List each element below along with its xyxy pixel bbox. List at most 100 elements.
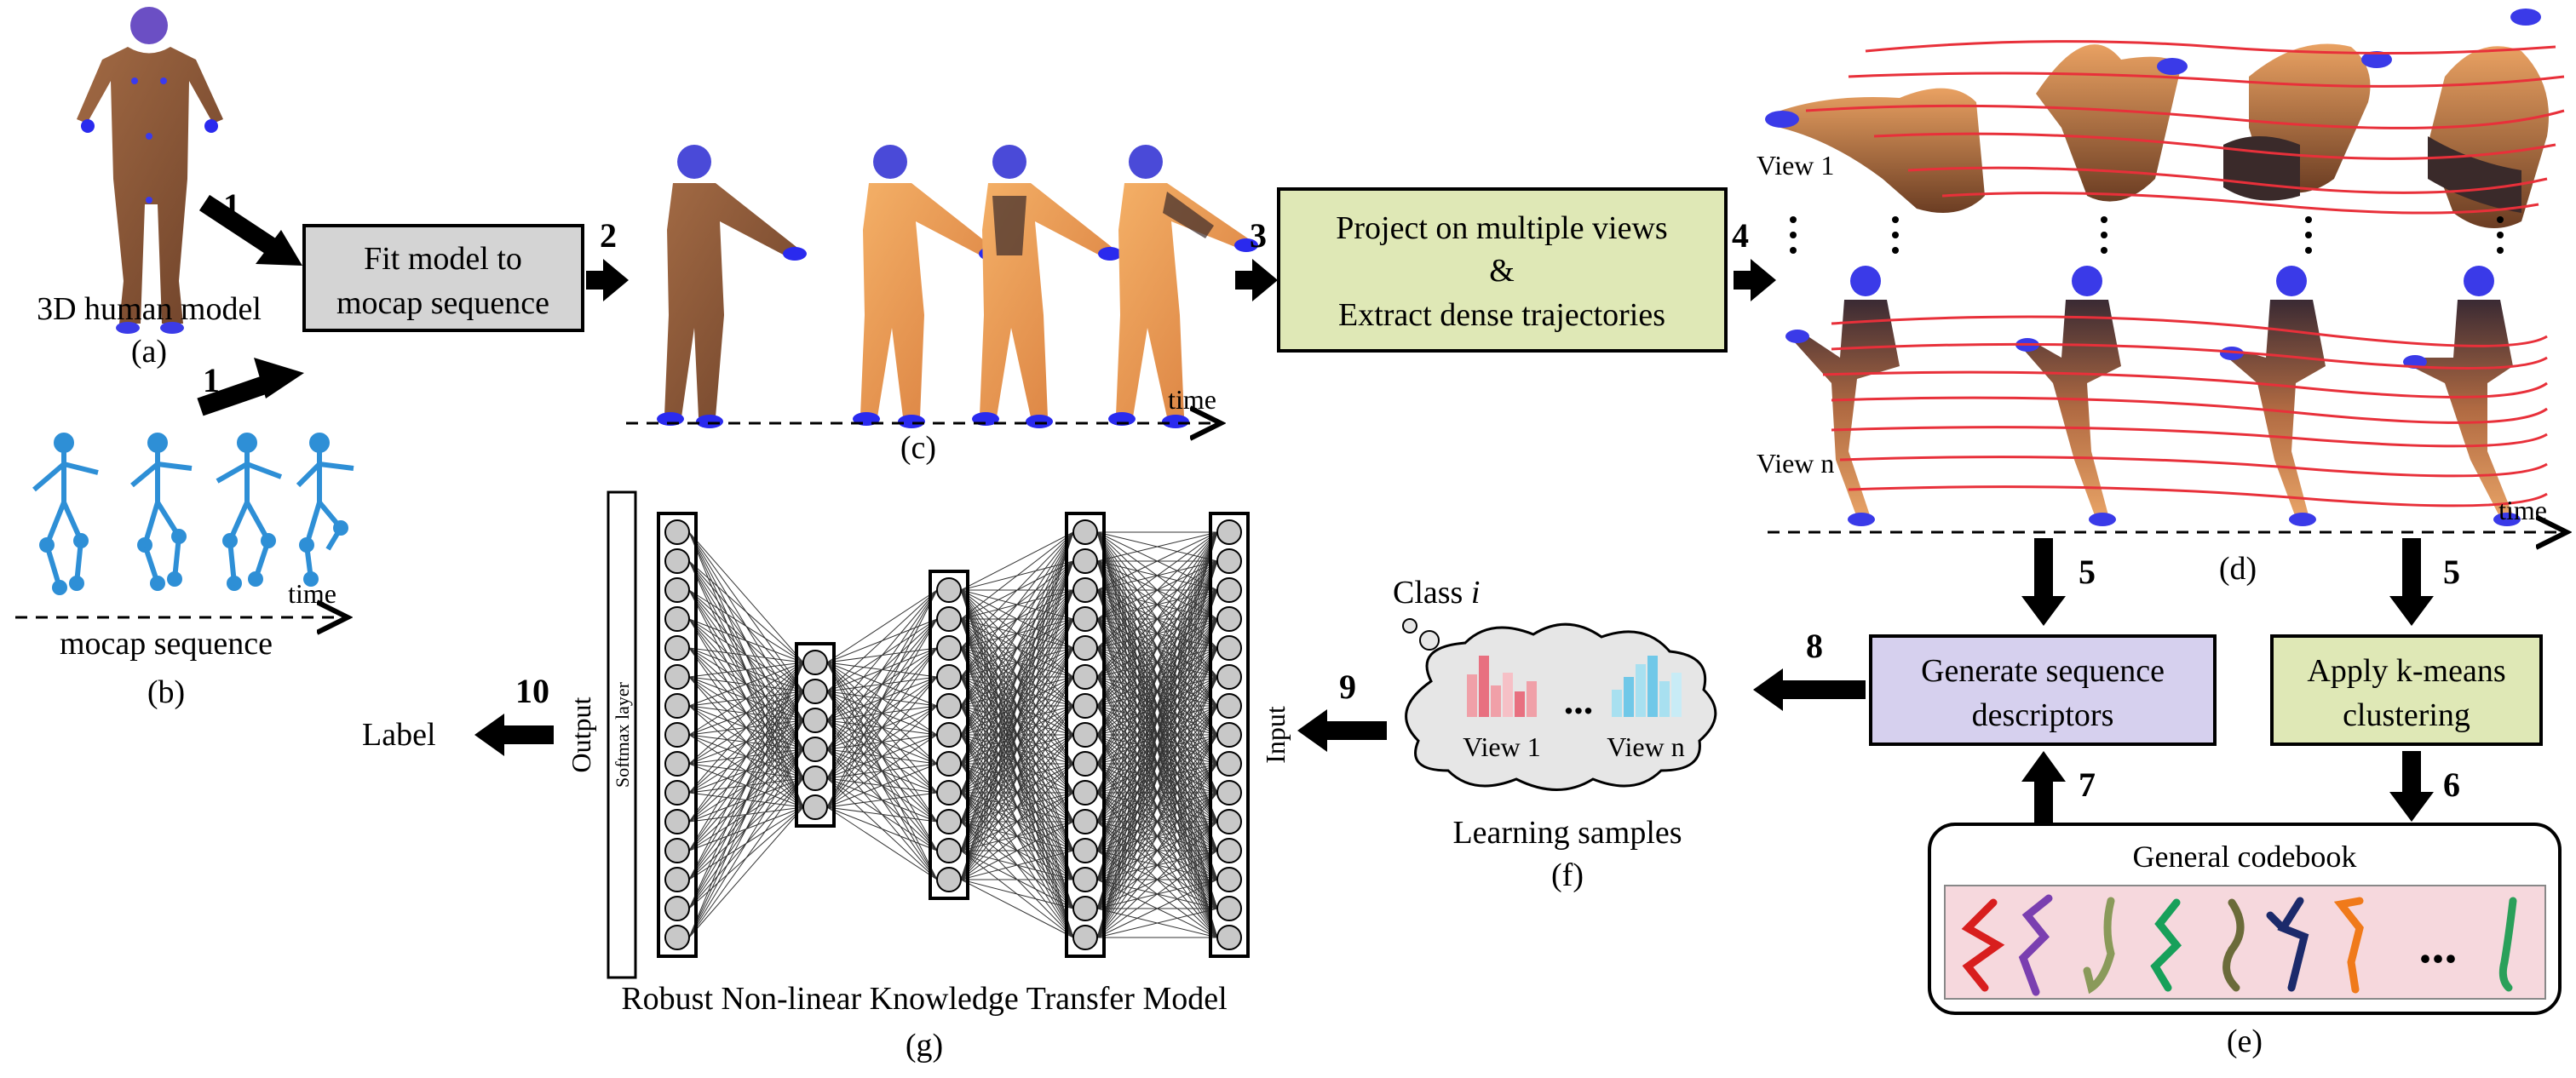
input-label: Input [1260, 706, 1291, 764]
network-edge [688, 662, 804, 852]
step-9-label: 9 [1339, 668, 1356, 706]
cloud-view-1-label: View 1 [1463, 731, 1540, 762]
network-edge [960, 850, 1074, 880]
panel-b-label: (b) [147, 674, 185, 710]
network-edge [826, 705, 938, 808]
network-edge [688, 662, 804, 938]
network-neuron [1072, 693, 1098, 719]
human-model-figure [77, 7, 223, 334]
kmeans-box: Apply k-means clustering [2270, 634, 2543, 746]
network-neuron [1072, 809, 1098, 834]
views-time-label: time [2498, 495, 2547, 525]
step-7-label: 7 [2079, 765, 2096, 804]
network-edge [826, 589, 938, 779]
model-name-label: Robust Non-linear Knowledge Transfer Mod… [621, 981, 1227, 1017]
network-edge [826, 589, 938, 663]
network-edge [1096, 531, 1218, 736]
network-neuron [664, 664, 690, 690]
network-neuron [936, 867, 962, 892]
network-edge [688, 748, 804, 938]
network-layers [657, 512, 1250, 958]
network-edge [960, 676, 1074, 880]
arrow-step-7 [2021, 751, 2066, 823]
network-neuron [1072, 896, 1098, 921]
project-box: Project on multiple views & Extract dens… [1277, 187, 1728, 353]
mocap-sequence-label: mocap sequence [60, 626, 273, 662]
network-edge [688, 662, 804, 794]
network-edge [1096, 908, 1218, 938]
network-edge [1096, 531, 1218, 852]
network-edge [688, 662, 804, 880]
network-edge [826, 763, 938, 808]
cloud-ellipsis: ... [1564, 679, 1594, 722]
network-edge [826, 806, 938, 880]
network-edge [960, 531, 1074, 620]
network-edge [1096, 821, 1218, 938]
generate-line1: Generate sequence [1921, 653, 2165, 689]
network-edge [1096, 531, 1218, 620]
network-edge [1096, 531, 1218, 562]
step-10-label: 10 [515, 672, 549, 710]
network-edge [826, 589, 938, 692]
network-neuron [936, 577, 962, 603]
network-edge [688, 662, 804, 736]
network-neuron [1216, 809, 1242, 834]
network-neuron [936, 751, 962, 777]
network-neuron [664, 838, 690, 863]
network-edge [1096, 763, 1218, 938]
network-neuron [1216, 925, 1242, 950]
view-1-label: View 1 [1757, 150, 1834, 181]
network-neuron [1072, 780, 1098, 806]
network-layer-3 [929, 570, 969, 900]
generate-descriptors-box: Generate sequence descriptors [1869, 634, 2217, 746]
network-edge [1096, 618, 1218, 938]
network-edge [960, 792, 1074, 880]
network-edge [688, 662, 804, 909]
arrow-step-1a [198, 194, 302, 266]
network-neuron [936, 693, 962, 719]
network-neuron [1072, 838, 1098, 863]
network-layer-5 [1209, 512, 1250, 958]
histogram-view-n [1612, 656, 1682, 717]
class-label: Class i [1393, 575, 1480, 611]
step-5b-label: 5 [2443, 553, 2460, 591]
generate-line2: descriptors [1972, 697, 2114, 733]
network-neuron [802, 708, 828, 733]
fitted-body-sequence [657, 145, 1258, 428]
network-edge [1096, 676, 1218, 938]
network-edge [826, 589, 938, 750]
network-neuron [1072, 519, 1098, 545]
network-neuron [802, 765, 828, 791]
network-edge [960, 531, 1074, 707]
view-1-trajectories [1805, 40, 2565, 215]
network-layer-2 [795, 642, 836, 828]
network-edge [960, 734, 1074, 880]
network-edge [1096, 531, 1218, 707]
network-edge [1096, 647, 1218, 938]
general-codebook: General codebook ... [1928, 823, 2562, 1015]
arrow-step-3 [1235, 259, 1278, 301]
network-edge [688, 560, 804, 663]
panel-f-label: (f) [1551, 857, 1584, 893]
network-neuron [1072, 751, 1098, 777]
network-edge [1096, 589, 1218, 938]
fit-model-line1: Fit model to [364, 241, 522, 277]
network-edge [826, 618, 938, 808]
network-edge [688, 720, 804, 938]
network-edge [960, 879, 1074, 909]
network-edge [826, 589, 938, 721]
network-edge [688, 806, 804, 938]
network-neuron [1216, 780, 1242, 806]
arrow-step-5a [2021, 538, 2066, 626]
network-edge [688, 589, 804, 663]
panel-d-label: (d) [2219, 551, 2257, 587]
fit-model-box: Fit model to mocap sequence [302, 224, 584, 332]
neural-network [607, 490, 1250, 979]
network-neuron [936, 664, 962, 690]
network-edge [688, 777, 804, 938]
view-1-bodies [1765, 9, 2549, 229]
network-neuron [664, 693, 690, 719]
network-edge [960, 531, 1074, 765]
network-edge [960, 531, 1074, 852]
